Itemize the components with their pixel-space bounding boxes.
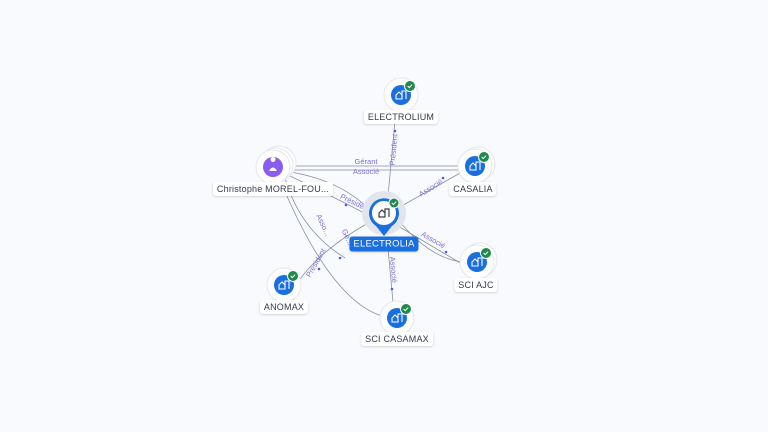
node-anomax[interactable] [266, 267, 302, 303]
building-icon [395, 90, 407, 100]
edge-center-casalia [397, 171, 463, 209]
node-label-sci-casamax[interactable]: SCI CASAMAX [361, 332, 433, 346]
edge-label-associe-anomax: Asso... [314, 213, 332, 238]
node-person[interactable] [255, 145, 297, 185]
node-electrolia[interactable] [362, 191, 406, 236]
verified-check-icon [478, 151, 490, 163]
building-icon [391, 313, 403, 323]
node-label-electrolium[interactable]: ELECTROLIUM [363, 110, 439, 124]
node-casalia[interactable] [457, 146, 496, 184]
building-icon [469, 161, 481, 171]
building-icon [378, 208, 390, 218]
edge-label-president: Président [388, 133, 400, 166]
building-icon [471, 257, 483, 267]
edge-person-center [289, 171, 371, 211]
edge-person-casamax [279, 179, 383, 317]
verified-check-icon [404, 80, 416, 92]
verified-check-icon [388, 197, 400, 209]
edge-arrows [317, 129, 448, 291]
verified-check-icon [287, 270, 299, 282]
node-sci-casamax[interactable] [379, 300, 415, 336]
verified-check-icon [400, 303, 412, 315]
edge-label-gerant: Gérant [355, 157, 379, 166]
person-icon [269, 157, 277, 171]
edge-label-president-anomax: Président [304, 246, 328, 279]
node-label-anomax[interactable]: ANOMAX [259, 300, 309, 314]
edge-label-associe-casamax: Associé [388, 256, 399, 283]
edge-center-electrolium [387, 109, 397, 197]
node-label-person[interactable]: Christophe MOREL-FOU... [212, 182, 334, 196]
edge-center-sciajc-2 [397, 225, 463, 265]
node-label-sci-ajc[interactable]: SCI AJC [454, 278, 498, 292]
edge-label-associe-casalia: Associé [417, 177, 444, 199]
node-label-electrolia[interactable]: ELECTROLIA [349, 236, 419, 252]
verified-check-icon [480, 247, 492, 259]
node-electrolium[interactable] [383, 77, 419, 113]
node-sci-ajc[interactable] [459, 242, 498, 280]
edge-label-associe: Associé [353, 167, 379, 176]
edge-center-casamax [387, 247, 394, 303]
node-label-casalia[interactable]: CASALIA [449, 182, 497, 196]
building-icon [278, 280, 290, 290]
edge-center-anomax [297, 221, 371, 283]
